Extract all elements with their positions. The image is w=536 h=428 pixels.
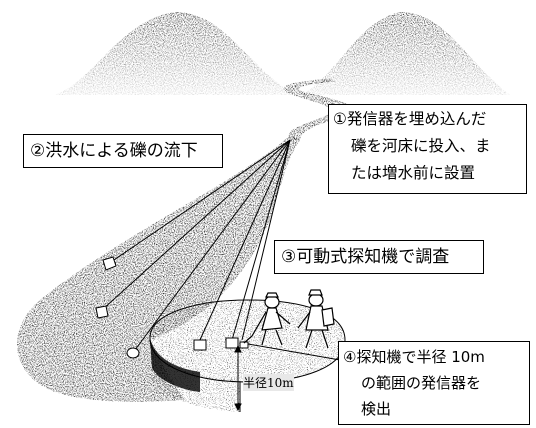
transmitter-text-line-1: ①発信器を埋め込んだ [333, 110, 487, 128]
stone-3 [126, 347, 140, 359]
detect-text-line-3: 検出 [361, 400, 392, 418]
stone-2 [95, 305, 109, 319]
transmitter-text-line-3: たは増水前に設置 [351, 164, 476, 182]
mobile-detector-survey-label: ③可動式探知機で調査 [274, 240, 484, 274]
flood-transport-label: ②洪水による礫の流下 [23, 134, 223, 168]
trajectory-lines [101, 139, 291, 351]
detection-range-label: ④探知機で半径 10m の範囲の発信器を 検出 [338, 341, 530, 425]
stone-5 [225, 337, 239, 349]
flood-transport-text: ②洪水による礫の流下 [30, 141, 198, 161]
radius-label: 半径10m [243, 374, 294, 391]
radius-arrow [234, 344, 242, 412]
detect-text-line-1: ④探知機で半径 10m [343, 348, 485, 366]
transmitter-text-line-2: 礫を河床に投入、ま [351, 137, 491, 155]
detect-text-line-2: の範囲の発信器を [361, 374, 482, 392]
mountain-left [55, 12, 295, 95]
survey-text: ③可動式探知機で調査 [281, 247, 450, 267]
survey-area-disk [149, 299, 346, 412]
stone-1 [102, 256, 117, 271]
surveyor-left [243, 292, 291, 346]
detection-leader-line [247, 343, 341, 361]
mountain-right [300, 12, 510, 95]
transmitter-placement-label: ①発信器を埋め込んだ 礫を河床に投入、ま たは増水前に設置 [328, 104, 527, 194]
stone-4 [193, 339, 207, 351]
surveyor-right [297, 289, 335, 349]
river [283, 78, 353, 140]
riverbed-fan [17, 135, 300, 402]
